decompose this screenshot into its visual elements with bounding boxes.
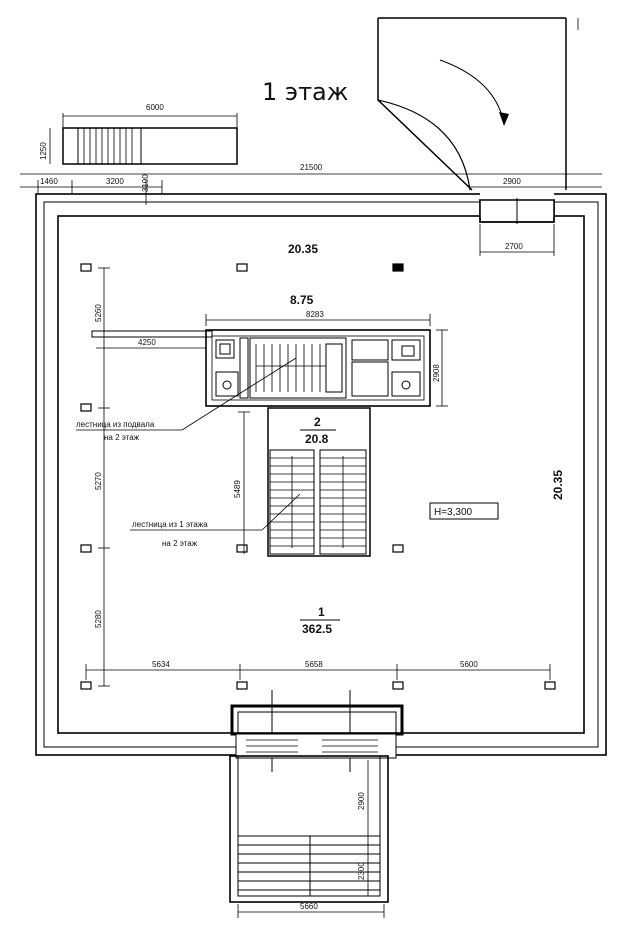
columns xyxy=(80,263,556,690)
dim-col-3: 5600 xyxy=(460,660,478,669)
height-tag: H=3,300 xyxy=(429,502,499,520)
dim-left-seg: 3200 xyxy=(106,177,124,186)
dim-bottom-row: 5280 xyxy=(94,610,103,628)
main-stair: 2 20.8 5489 xyxy=(233,407,371,557)
column xyxy=(236,681,248,690)
dim-stair-run: 5489 xyxy=(233,480,242,498)
level-right: 20.35 xyxy=(551,470,565,500)
note-first-2: на 2 этаж xyxy=(162,539,198,548)
dim-stair-height: 1250 xyxy=(39,142,48,160)
room1-area: 362.5 xyxy=(302,622,332,636)
level-core: 8.75 xyxy=(290,293,314,307)
column xyxy=(80,544,92,553)
dim-door-inner: 2700 xyxy=(505,242,523,251)
plan-title: 1 этаж xyxy=(262,78,348,106)
room1-number: 1 xyxy=(318,605,325,619)
building-walls xyxy=(35,193,607,756)
dim-mid-row: 5270 xyxy=(94,472,103,490)
dim-core-width: 8283 xyxy=(306,310,324,319)
column xyxy=(544,681,556,690)
note-first-1: лестница из 1 этажа xyxy=(132,520,208,529)
dim-left-small: 3100 xyxy=(141,174,150,192)
column xyxy=(80,681,92,690)
height-tag-text: H=3,300 xyxy=(434,507,473,518)
left-dimension-chain: 5260 5270 5280 xyxy=(94,267,110,687)
entrance-porch: 2900 2300 5660 xyxy=(229,690,404,918)
dim-overall-width: 21500 xyxy=(300,163,323,172)
dim-core-offset: 4250 xyxy=(138,338,156,347)
dim-top-row: 5260 xyxy=(94,304,103,322)
external-stair-block: 6000 1250 xyxy=(39,103,238,165)
dim-left-offset: 1460 xyxy=(40,177,58,186)
dim-porch-width: 5660 xyxy=(300,902,318,911)
dim-core-height: 2908 xyxy=(432,364,441,382)
column xyxy=(392,681,404,690)
room2-area: 20.8 xyxy=(305,432,329,446)
column xyxy=(392,263,404,272)
column xyxy=(236,263,248,272)
bottom-dimension-chain: 5634 5658 5600 xyxy=(85,660,551,680)
column xyxy=(80,403,92,412)
dim-porch-depth: 2900 xyxy=(357,792,366,810)
dim-porch-step: 2300 xyxy=(357,862,366,880)
notes: лестница из подвала на 2 этаж лестница и… xyxy=(76,357,301,548)
dim-col-2: 5658 xyxy=(305,660,323,669)
core-block: 8.75 8283 4250 2908 xyxy=(91,293,448,407)
room2-number: 2 xyxy=(314,415,321,429)
note-basement-2: на 2 этаж xyxy=(104,433,140,442)
dim-col-1: 5634 xyxy=(152,660,170,669)
note-basement-1: лестница из подвала xyxy=(76,420,155,429)
level-top: 20.35 xyxy=(288,242,318,256)
column xyxy=(392,544,404,553)
dim-stair-width: 6000 xyxy=(146,103,164,112)
column xyxy=(80,263,92,272)
column xyxy=(236,544,248,553)
top-dimension-line: 21500 1460 3200 3100 2900 2700 xyxy=(20,163,602,256)
dim-door-width: 2900 xyxy=(503,177,521,186)
